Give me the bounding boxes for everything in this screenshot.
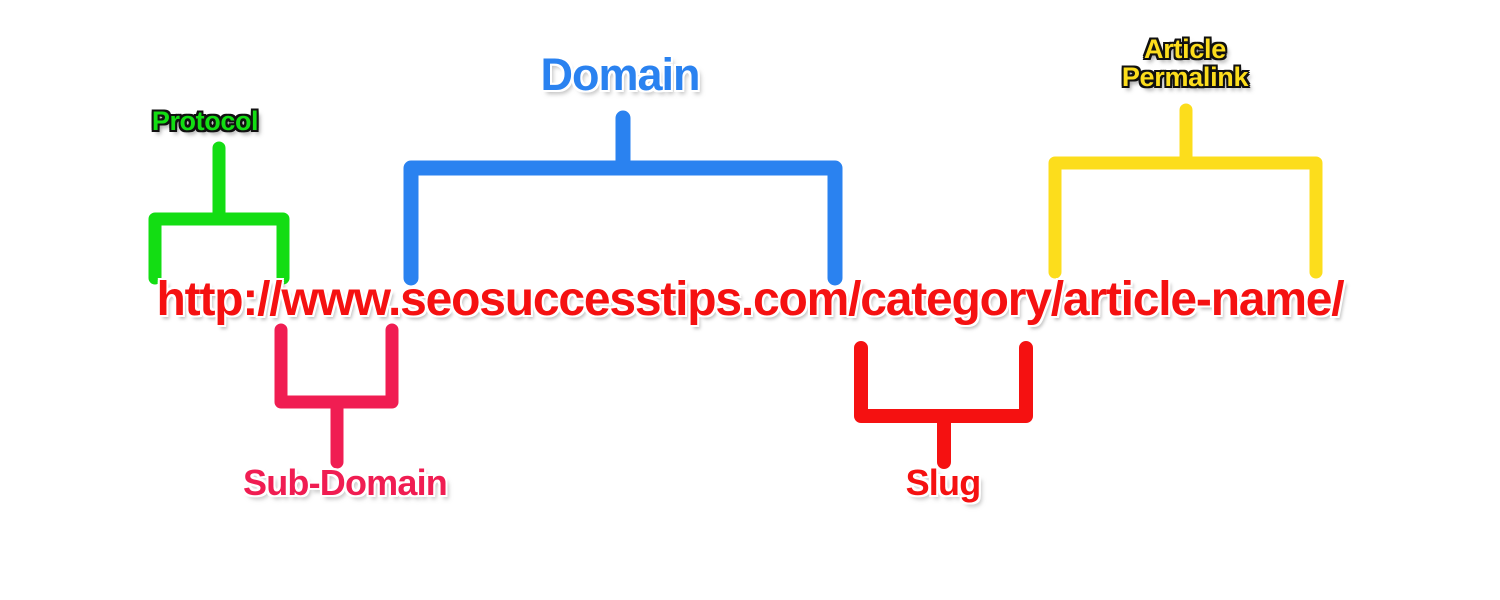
label-slug: Slug [905,462,982,503]
slug-bracket [854,341,1033,469]
url-text: http://www.seosuccesstips.com/category/a… [156,273,1345,326]
domain-bracket [403,110,843,286]
protocol-bracket [148,141,290,285]
label-protocol: Protocol [151,106,259,136]
label-sub-domain: Sub-Domain [243,462,448,503]
article-permalink-bracket [1048,103,1323,279]
label-article-permalink: Article Permalink [1121,34,1249,92]
label-domain: Domain [540,49,700,100]
sub-domain-bracket [274,323,399,469]
